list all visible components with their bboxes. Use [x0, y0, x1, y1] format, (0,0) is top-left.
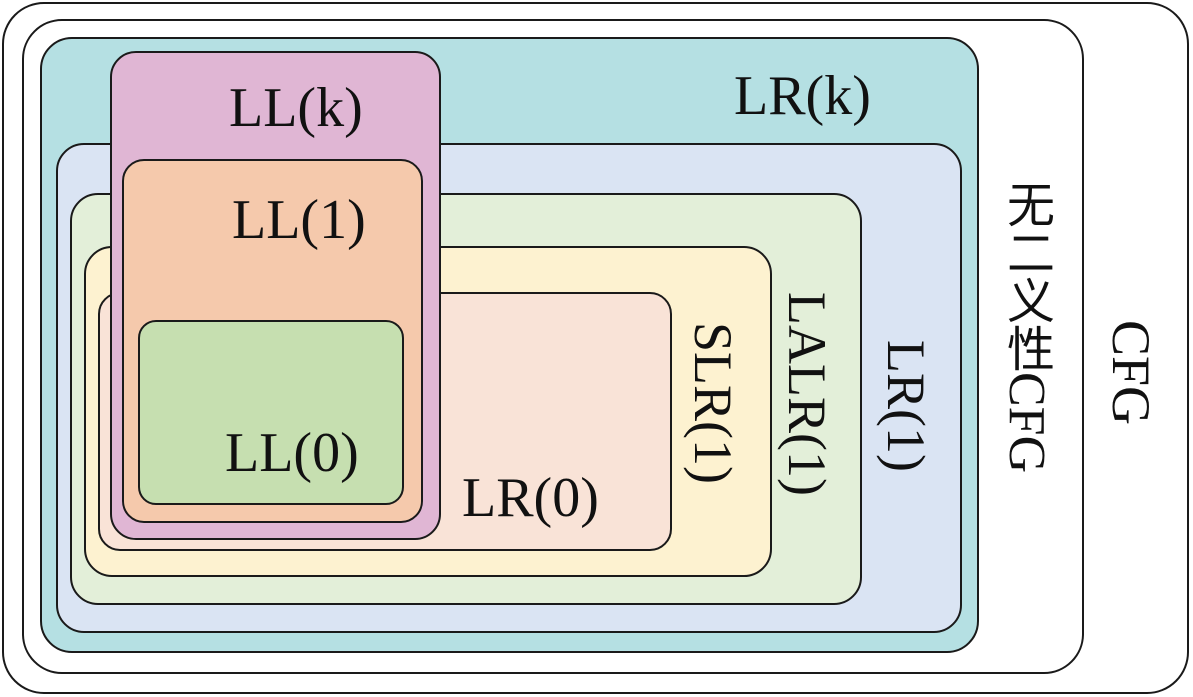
lrk-label: LR(k): [734, 65, 871, 127]
lr0-label: LR(0): [462, 467, 599, 529]
unambiguous-cfg-label: 无二义性CFG: [998, 180, 1055, 474]
slr1-label: SLR(1): [683, 322, 743, 484]
cfg-label: CFG: [1101, 320, 1161, 426]
llk-label: LL(k): [229, 77, 363, 139]
ll0-region: [138, 320, 404, 505]
unambiguous-cfg-label-prefix: 无二义性: [998, 180, 1054, 372]
lalr1-label: LALR(1): [777, 292, 837, 496]
ll1-label: LL(1): [232, 189, 366, 251]
lr1-label: LR(1): [876, 340, 936, 472]
ll0-label: LL(0): [225, 422, 359, 484]
unambiguous-cfg-label-suffix: CFG: [998, 372, 1055, 474]
